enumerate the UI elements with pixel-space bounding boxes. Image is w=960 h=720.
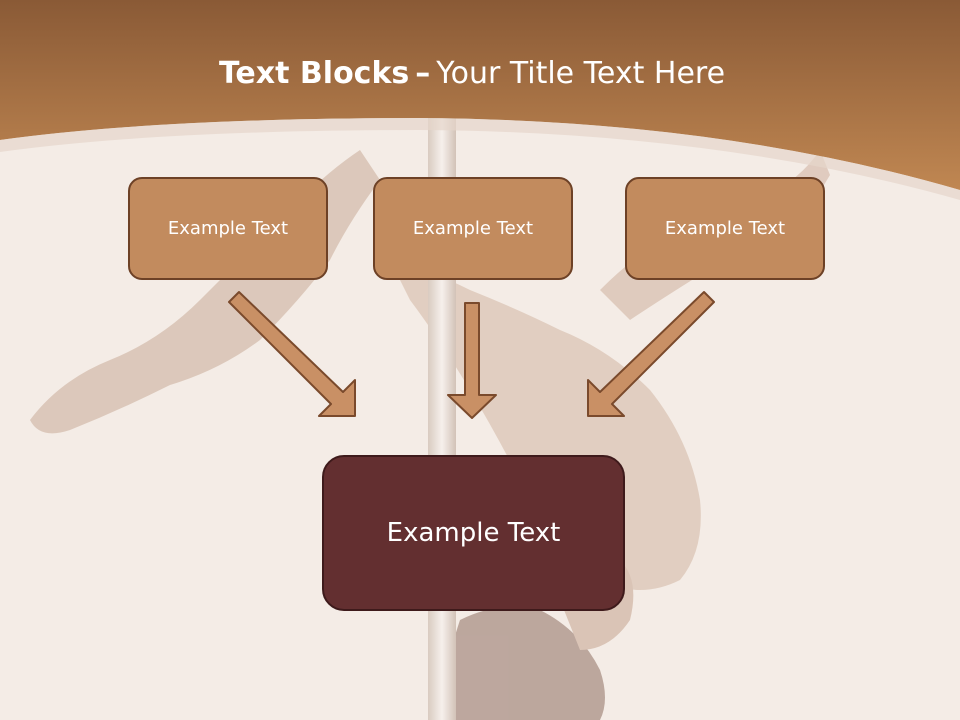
arrow-down-icon — [447, 302, 497, 419]
main-text-block-label: Example Text — [386, 518, 561, 548]
title-bold: Text Blocks — [218, 56, 410, 91]
arrow-left-icon — [228, 291, 356, 417]
text-block-center[interactable]: Example Text — [373, 177, 573, 280]
title-rest: Your Title Text Here — [436, 56, 726, 91]
main-text-block[interactable]: Example Text — [322, 455, 625, 611]
text-block-left[interactable]: Example Text — [128, 177, 328, 280]
slide-title: Text Blocks–Your Title Text Here — [0, 52, 944, 96]
text-block-label: Example Text — [412, 218, 534, 239]
text-block-right[interactable]: Example Text — [625, 177, 825, 280]
title-separator: – — [415, 56, 431, 91]
text-block-label: Example Text — [167, 218, 289, 239]
text-block-label: Example Text — [664, 218, 786, 239]
header-band — [0, 0, 960, 190]
arrow-right-icon — [587, 291, 715, 417]
